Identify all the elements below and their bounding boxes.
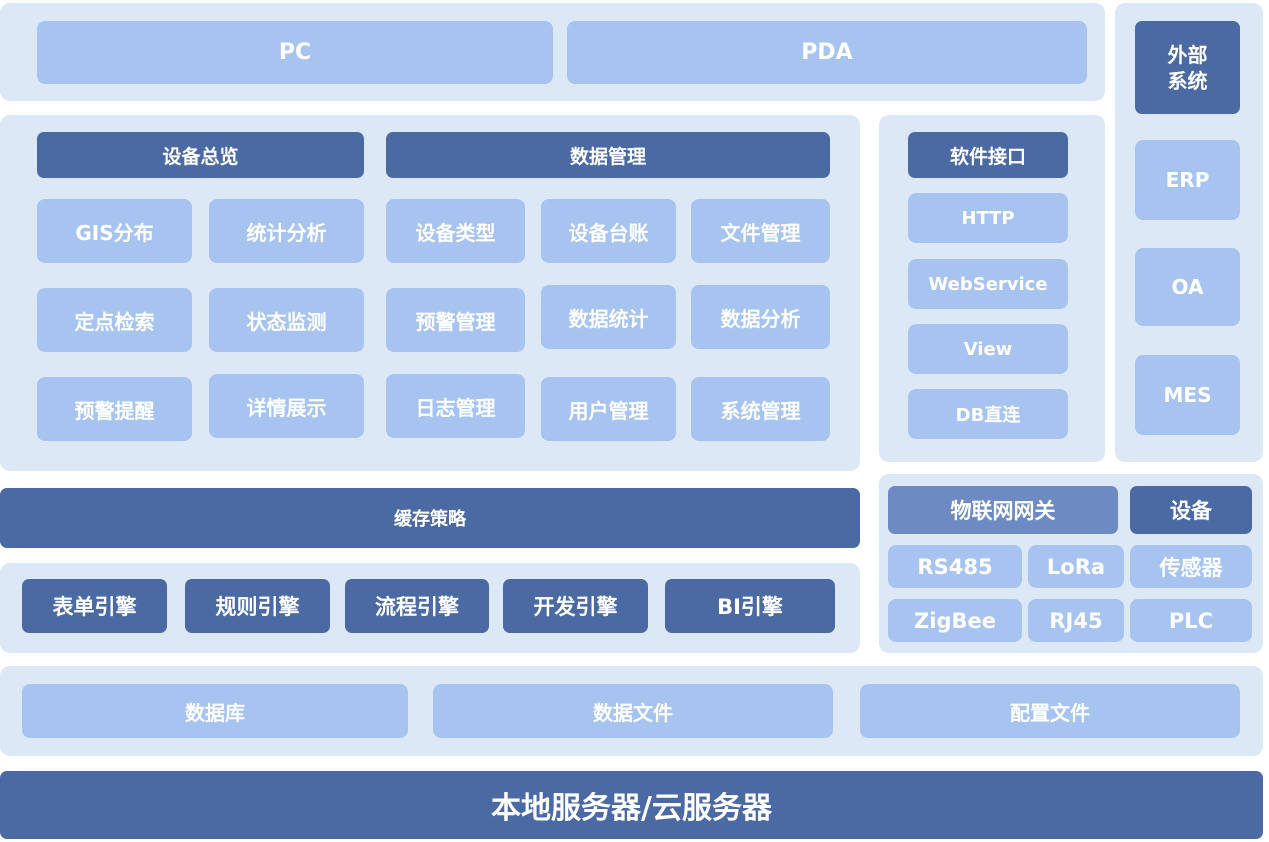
data-management-title: 数据管理 xyxy=(386,132,830,178)
server-bar: 本地服务器/云服务器 xyxy=(0,771,1263,839)
view-interface: View xyxy=(908,324,1068,374)
process-engine: 流程引擎 xyxy=(345,579,489,633)
bi-engine: BI引擎 xyxy=(665,579,835,633)
iot-gateway-title: 物联网网关 xyxy=(888,486,1118,534)
statistical-analysis: 统计分析 xyxy=(209,199,364,263)
warning-management: 预警管理 xyxy=(386,288,525,352)
http-interface: HTTP xyxy=(908,193,1068,243)
fixed-point-search: 定点检索 xyxy=(37,288,192,352)
detail-display: 详情展示 xyxy=(209,374,364,438)
device-ledger: 设备台账 xyxy=(541,199,676,263)
system-management: 系统管理 xyxy=(691,377,830,441)
data-statistics: 数据统计 xyxy=(541,285,676,349)
pda-client: PDA xyxy=(567,21,1087,84)
protocol-plc: PLC xyxy=(1130,599,1252,642)
protocol-sensor: 传感器 xyxy=(1130,545,1252,588)
protocol-lora: LoRa xyxy=(1028,545,1124,588)
development-engine: 开发引擎 xyxy=(503,579,648,633)
rule-engine: 规则引擎 xyxy=(185,579,330,633)
pc-client: PC xyxy=(37,21,553,84)
mes-system: MES xyxy=(1135,355,1240,435)
status-monitoring: 状态监测 xyxy=(209,288,364,352)
external-systems-title: 外部 系统 xyxy=(1135,21,1240,114)
device-type: 设备类型 xyxy=(386,199,525,263)
data-file-storage: 数据文件 xyxy=(433,684,833,738)
protocol-rj45: RJ45 xyxy=(1028,599,1124,642)
log-management: 日志管理 xyxy=(386,374,525,438)
software-interface-title: 软件接口 xyxy=(908,132,1068,178)
db-direct-interface: DB直连 xyxy=(908,389,1068,439)
file-management: 文件管理 xyxy=(691,199,830,263)
protocol-rs485: RS485 xyxy=(888,545,1022,588)
device-title: 设备 xyxy=(1130,486,1252,534)
form-engine: 表单引擎 xyxy=(22,579,167,633)
cache-strategy-bar: 缓存策略 xyxy=(0,488,860,548)
erp-system: ERP xyxy=(1135,140,1240,220)
database-storage: 数据库 xyxy=(22,684,408,738)
warning-reminder: 预警提醒 xyxy=(37,377,192,441)
oa-system: OA xyxy=(1135,248,1240,326)
protocol-zigbee: ZigBee xyxy=(888,599,1022,642)
webservice-interface: WebService xyxy=(908,259,1068,309)
data-analysis: 数据分析 xyxy=(691,285,830,349)
user-management: 用户管理 xyxy=(541,377,676,441)
gis-distribution: GIS分布 xyxy=(37,199,192,263)
config-file-storage: 配置文件 xyxy=(860,684,1240,738)
device-overview-title: 设备总览 xyxy=(37,132,364,178)
